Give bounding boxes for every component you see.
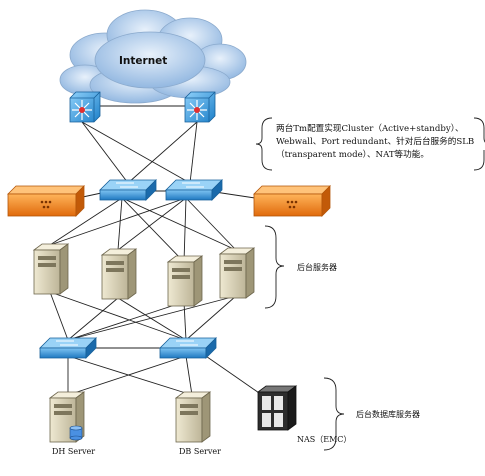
tm-config-note: 两台Tm配置实现Cluster（Active+standby）、Webwall、… bbox=[276, 124, 475, 160]
connection-lines bbox=[49, 105, 263, 396]
backend-server-4 bbox=[218, 247, 256, 299]
backend-servers-label: 后台服务器 bbox=[297, 263, 337, 272]
brace-backend-servers bbox=[264, 225, 285, 309]
internet-label: Internet bbox=[119, 55, 168, 67]
backend-db-servers-label: 后台数据库服务器 bbox=[356, 410, 420, 419]
switch-top-right bbox=[165, 179, 223, 201]
internet-cloud bbox=[59, 9, 247, 104]
backend-server-2 bbox=[100, 248, 138, 300]
backend-server-3 bbox=[166, 255, 204, 307]
nas-storage bbox=[256, 385, 298, 431]
router-left bbox=[69, 91, 101, 123]
dh-server bbox=[48, 391, 86, 443]
dh-server-label: DH Server bbox=[52, 447, 96, 456]
load-balancer-left bbox=[7, 185, 85, 217]
nas-label: NAS（EMC） bbox=[297, 435, 352, 444]
database-icon bbox=[69, 425, 83, 441]
backend-server-1 bbox=[32, 243, 70, 295]
router-right bbox=[184, 91, 216, 123]
brace-db-servers bbox=[323, 377, 345, 451]
db-server-label: DB Server bbox=[179, 447, 221, 456]
switch-top-left bbox=[99, 179, 157, 201]
load-balancer-right bbox=[253, 185, 331, 217]
switch-bottom-right bbox=[159, 337, 217, 359]
db-server bbox=[174, 391, 212, 443]
brace-tm-config bbox=[255, 117, 485, 171]
switch-bottom-left bbox=[39, 337, 97, 359]
